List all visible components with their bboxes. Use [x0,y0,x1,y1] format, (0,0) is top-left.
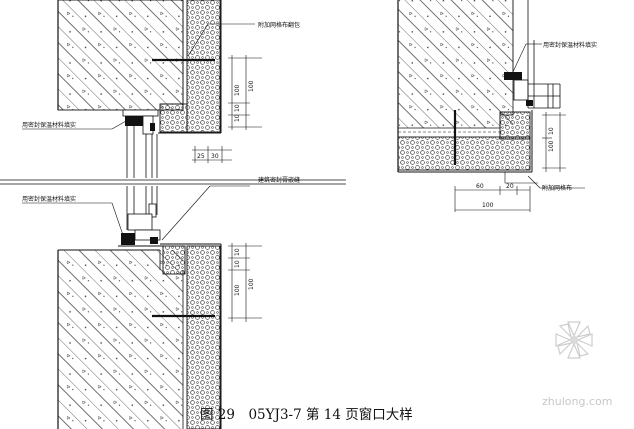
dim-left-bot-b: 10 [234,260,241,268]
right-annotations: 用密封保温材料填实 附加网格布 [511,41,597,192]
watermark-text: zhulong.com [542,395,612,408]
dim-right-bottom-total: 100 [482,202,494,209]
dim-left-top-text: 100 [234,84,241,96]
watermark-logo: zhulong.com [542,321,612,408]
left-upper-dimensions: 100 100 10 10 [228,55,262,130]
sealant-fill-lower [121,233,135,245]
sealant-fill-right [504,72,522,80]
right-dimensions: 100 10 60 20 100 [454,112,566,212]
insulation-board-lower [186,245,221,429]
dim-right-bottom-b: 20 [506,183,514,190]
insulation-board-right [397,136,531,171]
dim-left-bot-text: 100 [234,284,241,296]
label-middle: 建筑密封膏嵌缝 [258,176,300,184]
insulation-board-upper [186,0,221,133]
concrete-wall-lower [58,250,183,429]
dim-left-bot-a: 10 [234,248,241,256]
dim-right-side: 100 [548,140,555,152]
section-break-lines [0,179,346,185]
sealant-fill [125,116,143,126]
dim-left-top-total: 100 [248,80,255,92]
figure-caption: 图 29 05YJ3-7 第 14 页窗口大样 [200,406,413,423]
concrete-wall-right [398,0,513,128]
dim-left-mid-a: 25 [197,153,205,160]
label-top-anchor: 附加网格布翻包 [258,21,300,29]
label-right-top: 用密封保温材料填实 [543,41,597,49]
dim-left-mid-b: 30 [211,153,219,160]
left-middle-dimensions: 25 30 [192,146,232,163]
dim-left-top-a: 10 [234,114,241,122]
dim-left-top-b: 10 [234,104,241,112]
left-lower-detail [57,186,222,429]
concrete-wall-upper [58,0,183,110]
left-lower-dimensions: 100 100 10 10 [228,243,262,322]
dim-right-side-a: 10 [548,127,555,135]
dim-right-bottom-a: 60 [476,183,484,190]
right-detail [397,0,561,184]
dim-left-bot-total: 100 [248,278,255,290]
label-left-upper: 用密封保温材料填实 [22,121,76,129]
left-annotations: 附加网格布翻包 用密封保温材料填实 用密封保温材料填实 建筑密封膏嵌缝 [22,21,300,241]
label-right-bottom: 附加网格布 [542,184,572,192]
label-left-lower: 用密封保温材料填实 [22,195,76,203]
left-upper-detail [57,0,222,178]
